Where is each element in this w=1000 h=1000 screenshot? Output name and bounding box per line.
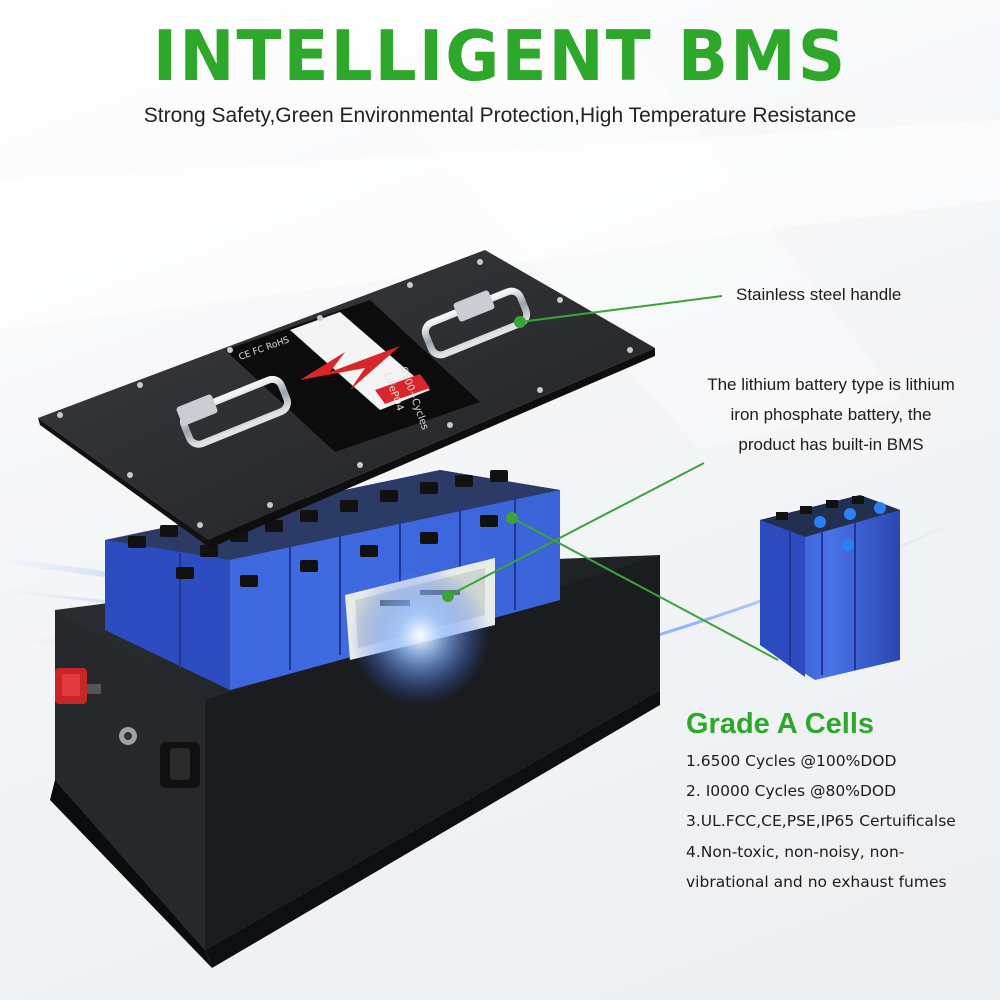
callout-lines xyxy=(442,295,779,661)
cell-terminals xyxy=(128,470,508,587)
cell-pack-icon xyxy=(760,495,900,680)
callout-handle: Stainless steel handle xyxy=(736,285,902,304)
handle-icon xyxy=(176,375,291,448)
red-terminal-icon xyxy=(55,668,101,704)
light-flare xyxy=(350,565,490,705)
feature-item: 3.UL.FCC,CE,PSE,IP65 Certuificalse xyxy=(686,812,956,830)
grade-title: Grade A Cells xyxy=(686,708,875,740)
handle-icon-2 xyxy=(421,287,531,359)
lightning-icon xyxy=(300,346,400,390)
callout-lithium-line1: The lithium battery type is lithium xyxy=(707,375,955,394)
page-title: INTELLIGENT BMS xyxy=(152,16,848,97)
feature-item: 4.Non-toxic, non-noisy, non- xyxy=(686,843,905,861)
callout-lithium: The lithium battery type is lithium iron… xyxy=(676,370,986,460)
feature-item: 2. I0000 Cycles @80%DOD xyxy=(686,782,897,800)
page-subtitle: Strong Safety,Green Environmental Protec… xyxy=(143,104,857,127)
callout-lithium-line3: product has built-in BMS xyxy=(738,435,924,454)
callout-lithium-line2: iron phosphate battery, the xyxy=(730,405,932,424)
feature-item: 1.6500 Cycles @100%DOD xyxy=(686,752,897,770)
lid-screws xyxy=(57,259,633,528)
black-terminal-icon xyxy=(160,742,200,788)
battery-case xyxy=(50,555,660,968)
feature-item: vibrational and no exhaust fumes xyxy=(686,873,947,891)
product-label xyxy=(225,300,480,452)
